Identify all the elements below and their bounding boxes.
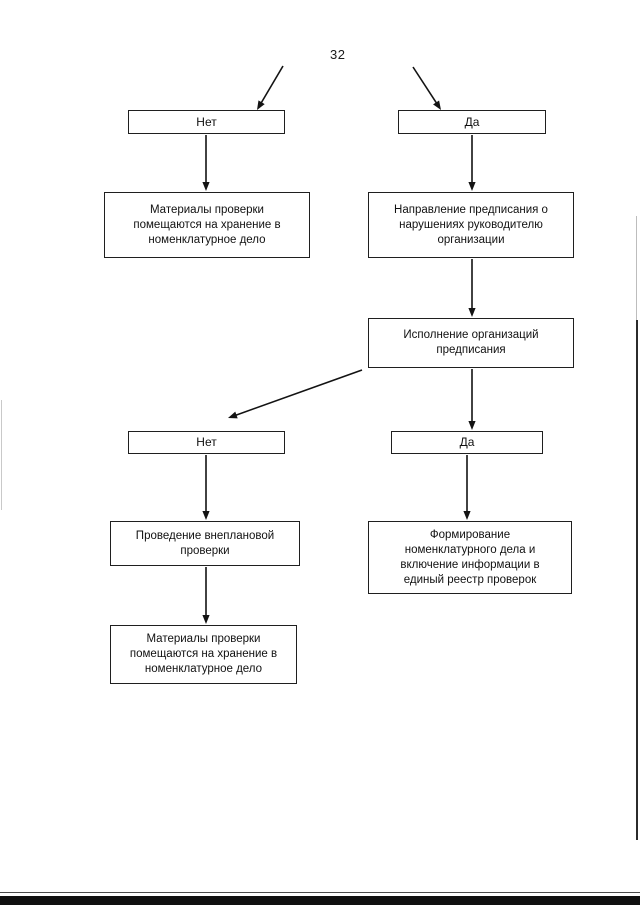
flowchart-edge-net2-to-unplan xyxy=(202,455,210,520)
flowchart-node-label: Материалы проверки помещаются на хранени… xyxy=(133,203,281,246)
arrowhead xyxy=(202,182,210,191)
arrowhead xyxy=(468,421,476,430)
flowchart-node-label: Да xyxy=(464,114,480,129)
flowchart-edge-da2-to-form xyxy=(463,455,471,520)
flowchart-edge-presc-to-exec xyxy=(468,259,476,317)
flowchart-node-da-top: Да xyxy=(398,110,547,136)
scan-edge-left xyxy=(1,400,2,510)
flowchart-edge-in-net-top xyxy=(257,65,284,110)
flowchart-node-label: Формирование номенклатурного дела и вклю… xyxy=(400,528,540,586)
flowchart-node-da-bottom: Да xyxy=(391,431,544,456)
arrowhead xyxy=(257,100,265,110)
scan-bottom-band xyxy=(0,896,640,905)
arrowhead xyxy=(202,511,210,520)
flowchart-edge-da-to-presc xyxy=(468,135,476,191)
arrowhead xyxy=(228,411,238,419)
flowchart-node-label: Направление предписания о нарушениях рук… xyxy=(394,203,548,246)
flowchart-edge-exec-to-da2 xyxy=(468,369,476,430)
flowchart-node-label: Нет xyxy=(196,435,217,449)
arrowhead xyxy=(202,615,210,624)
arrowhead xyxy=(463,511,471,520)
arrowhead xyxy=(433,100,441,110)
flowchart-node-materials-2: Материалы проверки помещаются на хранени… xyxy=(110,625,298,686)
scan-bottom-hairline xyxy=(0,892,640,893)
arrowhead xyxy=(468,182,476,191)
flowchart-node-label: Нет xyxy=(196,114,217,129)
flowchart-node-label: Да xyxy=(459,435,475,449)
flowchart-node-label: Исполнение организаций предписания xyxy=(403,329,539,356)
flowchart-node-net-bottom: Нет xyxy=(128,431,286,456)
flowchart-node-prescription: Направление предписания о нарушениях рук… xyxy=(368,192,575,260)
scan-edge-right-upper xyxy=(636,216,637,321)
flowchart-edge-exec-to-net2 xyxy=(228,369,363,419)
flowchart-node-net-top: Нет xyxy=(128,110,286,136)
flowchart-node-materials-1: Материалы проверки помещаются на хранени… xyxy=(104,192,311,260)
flowchart-node-formation: Формирование номенклатурного дела и вклю… xyxy=(368,521,573,596)
flowchart-node-unplanned: Проведение внеплановой проверки xyxy=(110,521,301,568)
flowchart-node-execution: Исполнение организаций предписания xyxy=(368,318,575,370)
flowchart-edge-in-da-top xyxy=(412,66,441,110)
arrowhead xyxy=(468,308,476,317)
scan-edge-right-lower xyxy=(636,320,638,840)
flowchart-edge-net-to-mat1 xyxy=(202,135,210,191)
flowchart-edge-unplan-to-mat2 xyxy=(202,567,210,624)
page-number: 32 xyxy=(330,47,346,62)
flowchart-node-label: Материалы проверки помещаются на хранени… xyxy=(129,633,278,675)
flowchart-node-label: Проведение внеплановой проверки xyxy=(135,529,275,557)
